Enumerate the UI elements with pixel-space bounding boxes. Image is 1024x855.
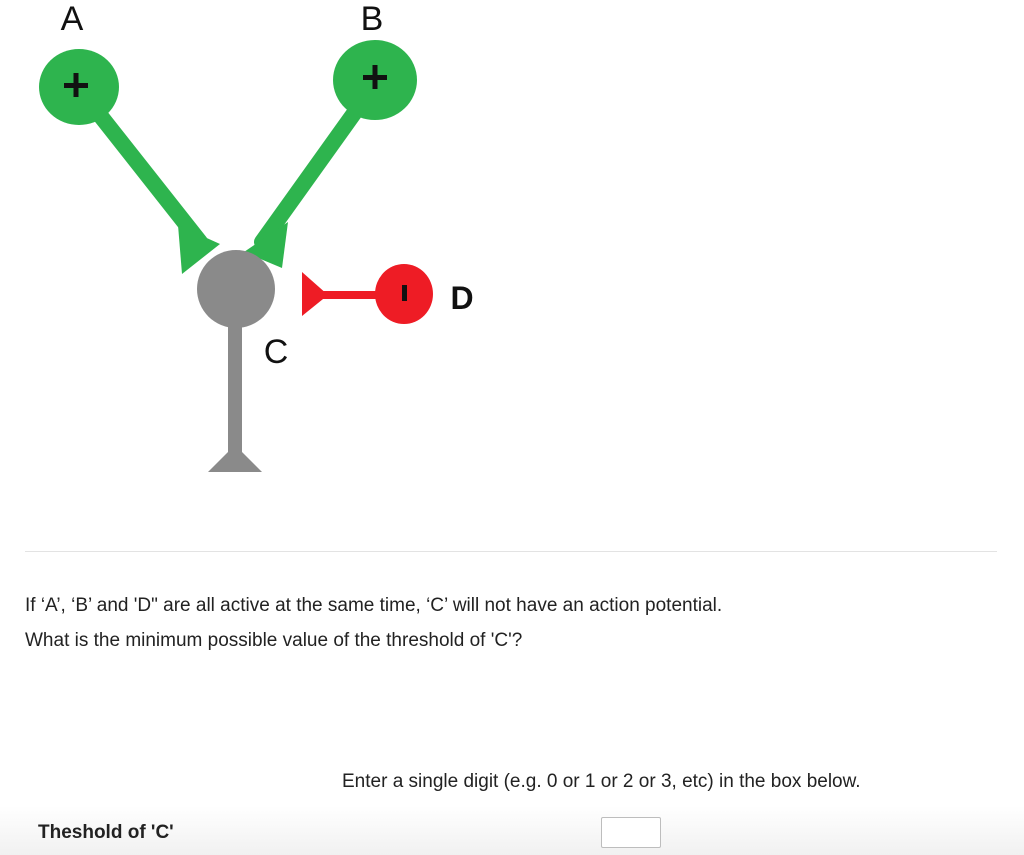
neuron-c-axon — [228, 315, 242, 465]
answer-label: Theshold of 'C' — [38, 822, 174, 843]
label-d: D — [450, 280, 473, 316]
question-text-line-1: If ‘A’, ‘B’ and 'D" are all active at th… — [25, 595, 723, 616]
neuron-a-plus-icon — [64, 73, 88, 97]
label-b: B — [361, 0, 384, 38]
section-divider — [25, 551, 997, 552]
neuron-b-axon — [254, 90, 373, 250]
neuron-diagram: A B C D — [39, 0, 474, 472]
neuron-d-axon — [318, 291, 388, 299]
synapse-a-terminal — [178, 225, 220, 274]
answer-instruction: Enter a single digit (e.g. 0 or 1 or 2 o… — [342, 771, 861, 792]
neuron-c-terminal — [208, 445, 262, 472]
synapse-d-terminal — [302, 272, 328, 316]
neuron-b-plus-icon — [363, 65, 387, 89]
question-text-line-2: What is the minimum possible value of th… — [25, 630, 523, 651]
neuron-d-minus-icon — [402, 285, 407, 301]
label-c: C — [264, 333, 289, 371]
label-a: A — [61, 0, 84, 38]
neuron-a-axon — [80, 92, 208, 250]
threshold-answer-input[interactable] — [601, 817, 661, 848]
answer-row: Theshold of 'C' — [0, 806, 1024, 855]
neuron-c-body — [197, 250, 275, 328]
